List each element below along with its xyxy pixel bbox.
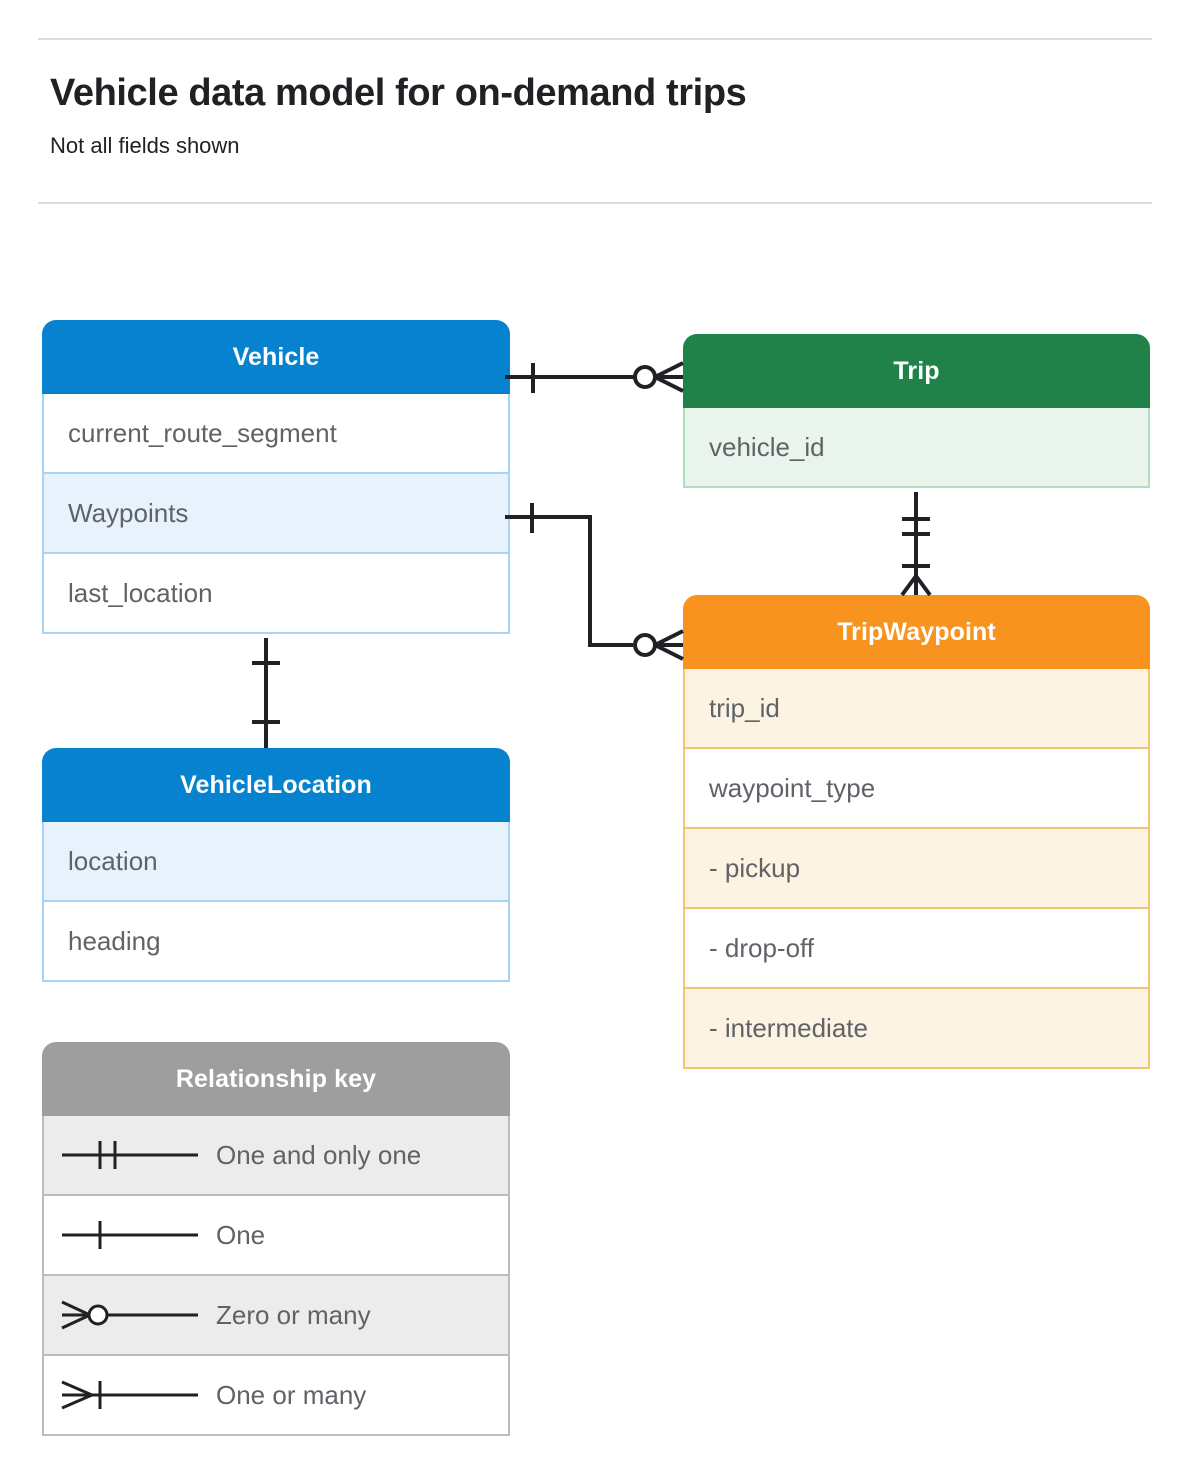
connector-waypoints-tripwaypoint [505,503,684,661]
field-trip-id[interactable]: trip_id [683,669,1150,749]
legend-item-zero-or-many: Zero or many [42,1276,510,1356]
legend-title: Relationship key [42,1042,510,1116]
page-title: Vehicle data model for on-demand trips [50,72,747,114]
field-vehicle-id[interactable]: vehicle_id [683,408,1150,488]
connector-vehicle-vehiclelocation [252,638,280,748]
zero-or-many-icon [44,1276,216,1354]
entity-vehicle[interactable]: Vehicle current_route_segment Waypoints … [42,320,510,634]
field-location[interactable]: location [42,822,510,902]
page-subtitle: Not all fields shown [50,133,240,158]
entity-tripwaypoint-title: TripWaypoint [683,595,1150,669]
field-waypoint-type-intermediate[interactable]: - intermediate [683,989,1150,1069]
connector-vehicle-trip [505,361,684,393]
one-icon [44,1196,216,1274]
connector-trip-tripwaypoint [900,492,932,597]
field-waypoint-type-dropoff[interactable]: - drop-off [683,909,1150,989]
field-last-location[interactable]: last_location [42,554,510,634]
legend-item-one-or-many: One or many [42,1356,510,1436]
entity-vehicle-location[interactable]: VehicleLocation location heading [42,748,510,982]
field-heading[interactable]: heading [42,902,510,982]
field-waypoint-type[interactable]: waypoint_type [683,749,1150,829]
legend-label-one: One [216,1219,266,1250]
one-or-many-icon [44,1356,216,1434]
entity-tripwaypoint[interactable]: TripWaypoint trip_id waypoint_type - pic… [683,595,1150,1069]
one-and-only-one-icon [44,1116,216,1194]
entity-vehicle-title: Vehicle [42,320,510,394]
legend-item-one: One [42,1196,510,1276]
header-divider-top [38,38,1152,40]
legend-item-one-and-only-one: One and only one [42,1116,510,1196]
entity-vehicle-location-title: VehicleLocation [42,748,510,822]
field-current-route-segment[interactable]: current_route_segment [42,394,510,474]
entity-trip[interactable]: Trip vehicle_id [683,334,1150,488]
legend-label-one-and-only-one: One and only one [216,1139,422,1170]
legend-label-one-or-many: One or many [216,1379,367,1410]
field-waypoints[interactable]: Waypoints [42,474,510,554]
relationship-key-legend: Relationship key One and only one One [42,1042,510,1436]
field-waypoint-type-pickup[interactable]: - pickup [683,829,1150,909]
header-divider-bottom [38,202,1152,204]
entity-trip-title: Trip [683,334,1150,408]
legend-label-zero-or-many: Zero or many [216,1299,371,1330]
